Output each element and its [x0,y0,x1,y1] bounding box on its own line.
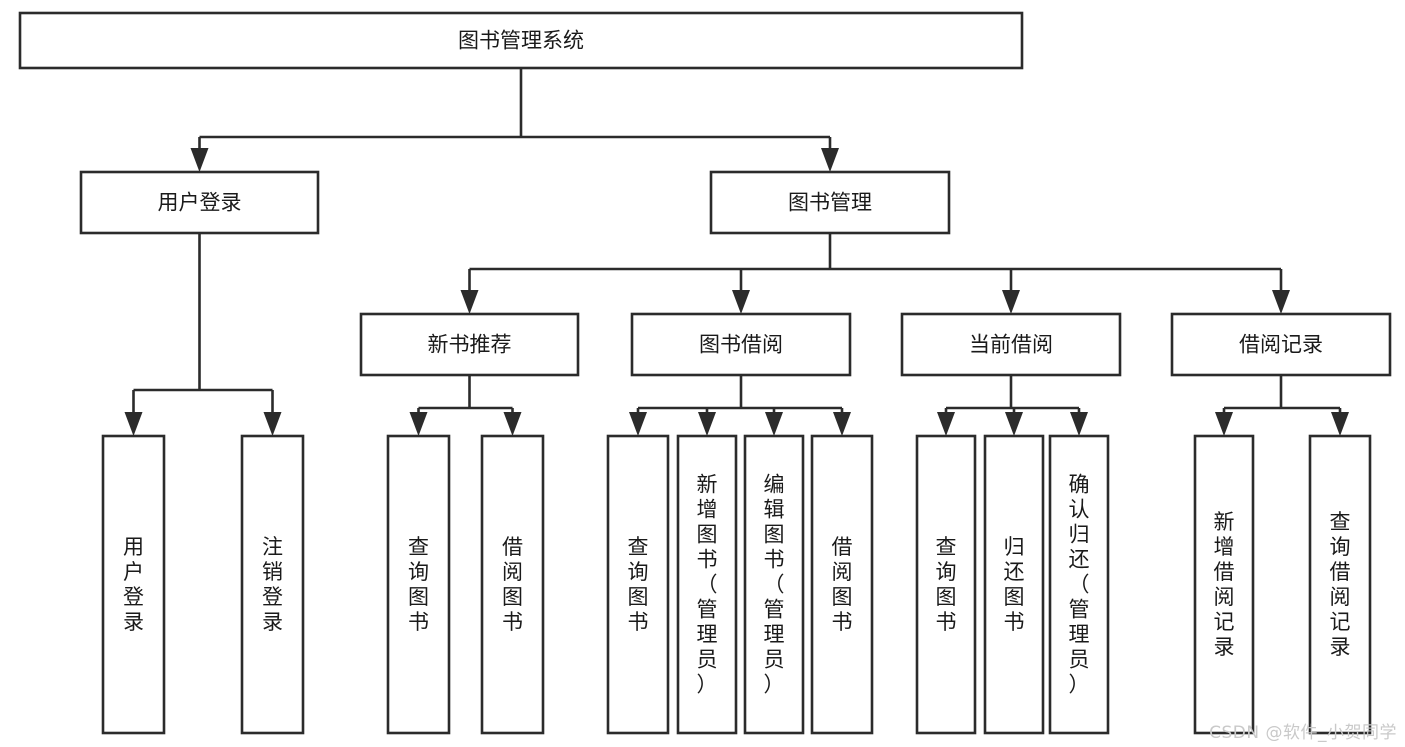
node-leaf-add-record-label: 新增借阅记录 [1214,510,1235,659]
node-leaf-edit-book-label: 编辑图书（管理员） [764,473,785,697]
arrow-head-leaf-borrow-book-2 [833,412,851,436]
node-current-borrow[interactable]: 当前借阅 [900,312,1122,377]
arrow-head-leaf-add-book [698,412,716,436]
node-book-manage-box[interactable] [709,170,951,235]
node-leaf-add-book-box[interactable] [676,434,738,735]
arrow-head-leaf-user-login [124,412,143,436]
node-leaf-add-book-label: 新增图书（管理员） [697,473,718,697]
node-book-borrow-label: 图书借阅 [699,333,783,357]
node-leaf-user-login-label: 用户登录 [123,535,144,634]
node-leaf-query-book-2[interactable]: 查询图书 [606,434,670,735]
node-book-borrow[interactable]: 图书借阅 [630,312,852,377]
node-leaf-borrow-book-1[interactable]: 借阅图书 [480,434,545,735]
node-leaf-query-record[interactable]: 查询借阅记录 [1308,434,1372,735]
node-leaf-confirm-return-box[interactable] [1048,434,1110,735]
nodes-layer: 图书管理系统用户登录图书管理新书推荐图书借阅当前借阅借阅记录用户登录注销登录查询… [18,11,1392,735]
node-leaf-user-logout[interactable]: 注销登录 [240,434,305,735]
arrow-head-leaf-return-book [1005,412,1023,436]
node-book-manage[interactable]: 图书管理 [709,170,951,235]
arrow-head-current-borrow [1002,290,1020,314]
arrow-head-book-borrow [732,290,750,314]
arrow-head-leaf-add-record [1215,412,1233,436]
node-leaf-query-book-3[interactable]: 查询图书 [915,434,977,735]
node-user-login-box[interactable] [79,170,320,235]
arrow-head-leaf-query-book-3 [937,412,955,436]
node-borrow-record-label: 借阅记录 [1239,333,1323,357]
node-leaf-query-record-box[interactable] [1308,434,1372,735]
arrow-head-leaf-edit-book [765,412,783,436]
arrow-head-book-manage [821,148,839,172]
node-leaf-borrow-book-2-box[interactable] [810,434,874,735]
node-book-manage-label: 图书管理 [788,191,872,215]
node-leaf-borrow-book-1-box[interactable] [480,434,545,735]
node-borrow-record[interactable]: 借阅记录 [1170,312,1392,377]
node-leaf-query-book-1[interactable]: 查询图书 [386,434,451,735]
arrow-head-leaf-user-logout [263,412,282,436]
node-leaf-query-book-2-box[interactable] [606,434,670,735]
node-leaf-query-book-1-label: 查询图书 [408,535,429,634]
node-leaf-add-record[interactable]: 新增借阅记录 [1193,434,1255,735]
node-leaf-return-book-box[interactable] [983,434,1045,735]
arrow-head-user-login [190,148,209,172]
node-user-login-label: 用户登录 [158,191,242,215]
node-leaf-edit-book[interactable]: 编辑图书（管理员） [743,434,805,735]
node-leaf-confirm-return[interactable]: 确认归还（管理员） [1048,434,1110,735]
node-root-box[interactable] [18,11,1024,70]
arrow-head-borrow-record [1272,290,1290,314]
watermark-text: CSDN @软件_小贺同学 [1209,723,1397,743]
node-leaf-add-record-box[interactable] [1193,434,1255,735]
node-new-book-recommend-label: 新书推荐 [428,333,512,357]
arrow-head-leaf-confirm-return [1070,412,1088,436]
node-leaf-return-book[interactable]: 归还图书 [983,434,1045,735]
node-book-borrow-box[interactable] [630,312,852,377]
node-new-book-recommend[interactable]: 新书推荐 [359,312,580,377]
node-leaf-query-book-3-label: 查询图书 [936,535,957,634]
node-leaf-borrow-book-1-label: 借阅图书 [502,535,523,634]
node-leaf-borrow-book-2[interactable]: 借阅图书 [810,434,874,735]
node-leaf-query-book-2-label: 查询图书 [628,535,649,634]
node-leaf-borrow-book-2-label: 借阅图书 [832,535,853,634]
connectors-layer [124,68,1349,436]
node-leaf-query-record-label: 查询借阅记录 [1330,510,1351,659]
node-root-label: 图书管理系统 [458,29,584,53]
node-current-borrow-box[interactable] [900,312,1122,377]
node-leaf-query-book-1-box[interactable] [386,434,451,735]
node-leaf-user-logout-box[interactable] [240,434,305,735]
node-user-login[interactable]: 用户登录 [79,170,320,235]
node-leaf-add-book[interactable]: 新增图书（管理员） [676,434,738,735]
node-leaf-edit-book-box[interactable] [743,434,805,735]
node-leaf-query-book-3-box[interactable] [915,434,977,735]
node-leaf-user-logout-label: 注销登录 [262,535,283,634]
node-root[interactable]: 图书管理系统 [18,11,1024,70]
node-leaf-user-login-box[interactable] [101,434,166,735]
node-new-book-recommend-box[interactable] [359,312,580,377]
node-leaf-user-login[interactable]: 用户登录 [101,434,166,735]
node-borrow-record-box[interactable] [1170,312,1392,377]
node-leaf-confirm-return-label: 确认归还（管理员） [1069,473,1090,697]
arrow-head-leaf-query-book-2 [629,412,647,436]
arrow-head-leaf-query-record [1331,412,1349,436]
arrow-head-leaf-query-book-1 [409,412,428,436]
arrow-head-leaf-borrow-book-1 [503,412,522,436]
node-current-borrow-label: 当前借阅 [969,333,1053,357]
node-leaf-return-book-label: 归还图书 [1004,535,1025,634]
arrow-head-new-book-recommend [460,290,479,314]
